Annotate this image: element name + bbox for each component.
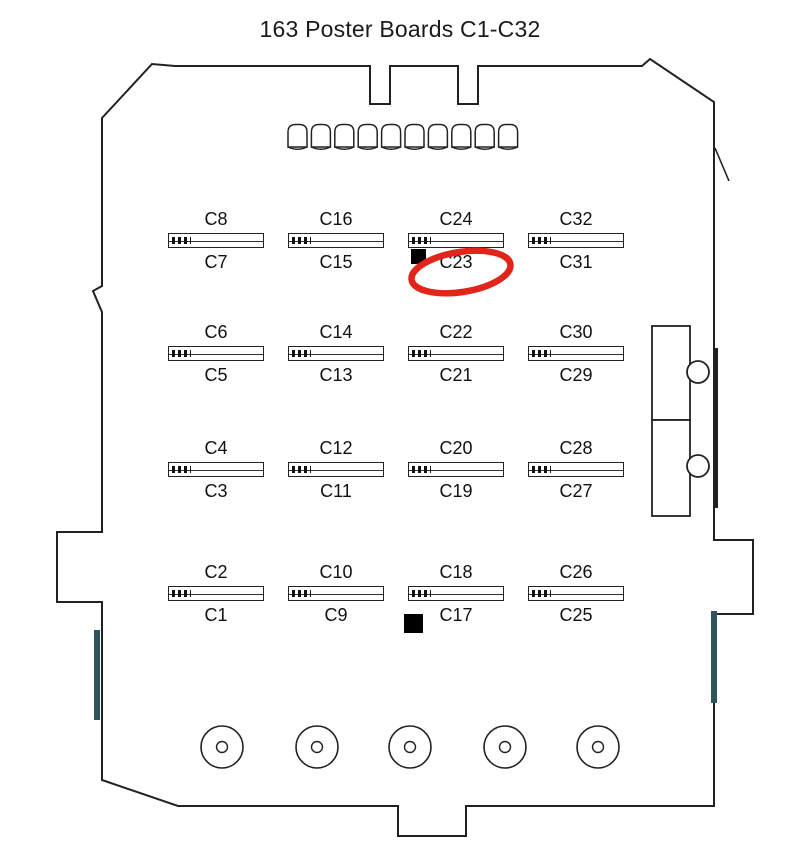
board-label: C14 [319,322,353,342]
poster-board-c32-c31: C32 C31 [528,207,624,274]
wall-accent-right [711,611,717,703]
board-label: C1 [204,605,228,625]
board-label: C5 [204,365,228,385]
poster-board-rect [528,462,624,477]
poster-board-c4-c3: C4 C3 [168,436,264,503]
board-label: C7 [204,252,228,272]
poster-board-rect [168,233,264,248]
board-label: C3 [204,481,228,501]
board-label: C21 [439,365,473,385]
wall-accent-left [94,630,100,720]
poster-board-c6-c5: C6 C5 [168,320,264,387]
poster-board-rect [528,346,624,361]
right-wall-structure [651,325,718,517]
poster-board-c26-c25: C26 C25 [528,560,624,627]
board-label: C13 [319,365,353,385]
poster-board-rect [408,233,504,248]
poster-board-rect [288,462,384,477]
poster-board-rect [528,586,624,601]
poster-board-rect [168,346,264,361]
poster-board-c16-c15: C16 C15 [288,207,384,274]
poster-board-c2-c1: C2 C1 [168,560,264,627]
poster-board-c8-c7: C8 C7 [168,207,264,274]
poster-board-c30-c29: C30 C29 [528,320,624,387]
board-label: C22 [439,322,473,342]
board-label: C29 [559,365,593,385]
board-label: C16 [319,209,353,229]
poster-board-c18-c17: C18 C17 [408,560,504,627]
board-label: C11 [320,481,352,501]
board-label: C9 [324,605,348,625]
poster-board-c14-c13: C14 C13 [288,320,384,387]
door-leaf-line [714,147,730,182]
poster-board-rect [408,462,504,477]
board-label: C10 [319,562,353,582]
board-label: C12 [319,438,353,458]
board-label: C8 [204,209,228,229]
board-label: C32 [559,209,593,229]
poster-board-c10-c9: C10 C9 [288,560,384,627]
board-label: C4 [204,438,228,458]
board-label: C30 [559,322,593,342]
poster-board-c12-c11: C12 C11 [288,436,384,503]
poster-board-c24-c23: C24 C23 [408,207,504,274]
board-label: C24 [439,209,473,229]
board-label: C23 [439,252,473,272]
poster-board-rect [408,586,504,601]
poster-board-c22-c21: C22 C21 [408,320,504,387]
board-label: C26 [559,562,593,582]
poster-board-c20-c19: C20 C19 [408,436,504,503]
poster-board-rect [168,462,264,477]
board-label: C18 [439,562,473,582]
poster-board-rect [408,346,504,361]
board-label: C27 [559,481,593,501]
board-label: C17 [439,605,473,625]
board-label: C6 [204,322,228,342]
marker-square [404,614,423,633]
board-label: C28 [559,438,593,458]
poster-board-rect [288,346,384,361]
poster-board-rect [288,233,384,248]
board-label: C2 [204,562,228,582]
board-label: C25 [559,605,593,625]
board-label: C15 [319,252,353,272]
poster-board-rect [528,233,624,248]
board-label: C19 [439,481,473,501]
board-label: C20 [439,438,473,458]
poster-board-rect [288,586,384,601]
poster-board-c28-c27: C28 C27 [528,436,624,503]
poster-board-rect [168,586,264,601]
room-outline [56,57,754,837]
page-title: 163 Poster Boards C1-C32 [259,16,541,42]
board-label: C31 [559,252,593,272]
door-knob [686,360,710,384]
door-knob [686,454,710,478]
